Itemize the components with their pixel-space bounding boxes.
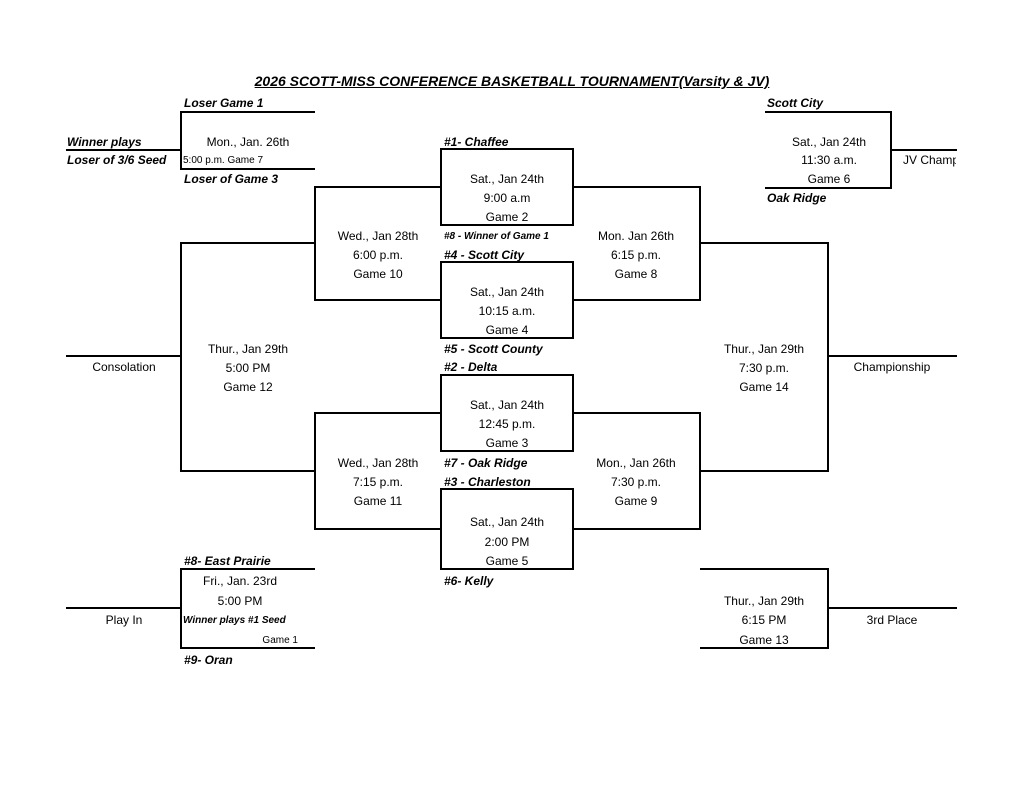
game13-date: Thur., Jan 29th <box>723 594 805 608</box>
game6-top-team: Scott City <box>767 96 824 110</box>
game6-time: 11:30 a.m. <box>801 153 857 167</box>
game9-time: 7:30 p.m. <box>610 475 662 489</box>
team-seed9: #9- Oran <box>184 653 233 667</box>
consolation-label: Consolation <box>92 360 156 374</box>
game11-date: Wed., Jan 28th <box>337 456 419 470</box>
game14-bracket <box>700 242 829 472</box>
game2-time: 9:00 a.m <box>483 191 531 205</box>
game14-time: 7:30 p.m. <box>738 361 790 375</box>
game3-number: Game 3 <box>485 436 529 450</box>
game13-number: Game 13 <box>739 633 789 647</box>
game14-date: Thur., Jan 29th <box>723 342 805 356</box>
game10-number: Game 10 <box>353 267 403 281</box>
game9-number: Game 9 <box>614 494 658 508</box>
game5-time: 2:00 PM <box>484 535 530 549</box>
jv-champ-label: JV Champ <box>903 153 956 167</box>
team-seed4: #4 - Scott City <box>444 248 525 262</box>
game12-bracket <box>180 242 315 472</box>
game3-date: Sat., Jan 24th <box>469 398 545 412</box>
game9-bracket <box>573 412 701 530</box>
game10-bracket <box>314 186 441 301</box>
game3-box <box>440 374 574 452</box>
team-seed5: #5 - Scott County <box>444 342 543 356</box>
game8-time: 6:15 p.m. <box>610 248 662 262</box>
game7-time-game: 5:00 p.m. Game 7 <box>183 155 264 166</box>
game7-bracket <box>180 111 315 170</box>
game7-side-label-1: Winner plays <box>67 135 142 149</box>
game11-bracket <box>314 412 441 530</box>
game6-number: Game 6 <box>807 172 851 186</box>
game4-box <box>440 261 574 339</box>
game6-date: Sat., Jan 24th <box>791 135 867 149</box>
championship-label: Championship <box>853 360 931 374</box>
game1-date: Fri., Jan. 23rd <box>202 574 278 588</box>
game8-bracket <box>573 186 701 301</box>
game12-time: 5:00 PM <box>225 361 271 375</box>
game11-number: Game 11 <box>353 494 403 508</box>
play-in-label: Play In <box>105 613 143 627</box>
game12-number: Game 12 <box>223 380 273 394</box>
team-seed8-play-in: #8- East Prairie <box>184 554 271 568</box>
game13-time: 6:15 PM <box>741 613 787 627</box>
game11-time: 7:15 p.m. <box>352 475 404 489</box>
game5-number: Game 5 <box>485 554 529 568</box>
team-seed8-winner-game1: #8 - Winner of Game 1 <box>444 231 549 242</box>
team-seed3: #3 - Charleston <box>444 475 531 489</box>
team-seed6: #6- Kelly <box>444 574 494 588</box>
game12-date: Thur., Jan 29th <box>207 342 289 356</box>
game1-note: Winner plays #1 Seed <box>183 615 286 626</box>
game7-side-label-2: Loser of 3/6 Seed <box>67 153 167 167</box>
third-place-label: 3rd Place <box>866 613 918 627</box>
game6-bottom-team: Oak Ridge <box>767 191 827 205</box>
team-seed2: #2 - Delta <box>444 360 498 374</box>
game4-time: 10:15 a.m. <box>478 304 536 318</box>
game10-date: Wed., Jan 28th <box>337 229 419 243</box>
game1-time: 5:00 PM <box>217 594 263 608</box>
game3-time: 12:45 p.m. <box>478 417 536 431</box>
game4-number: Game 4 <box>485 323 529 337</box>
game2-box <box>440 148 574 226</box>
game7-top-team: Loser Game 1 <box>184 96 264 110</box>
game2-date: Sat., Jan 24th <box>469 172 545 186</box>
game10-time: 6:00 p.m. <box>352 248 404 262</box>
game9-date: Mon., Jan 26th <box>596 456 676 470</box>
game2-number: Game 2 <box>485 210 529 224</box>
game1-number: Game 1 <box>262 635 298 646</box>
game7-bottom-team: Loser of Game 3 <box>184 172 279 186</box>
team-seed1: #1- Chaffee <box>444 135 509 149</box>
game8-number: Game 8 <box>614 267 658 281</box>
team-seed7: #7 - Oak Ridge <box>444 456 528 470</box>
game7-date: Mon., Jan. 26th <box>206 135 290 149</box>
game14-number: Game 14 <box>739 380 789 394</box>
page-title: 2026 SCOTT-MISS CONFERENCE BASKETBALL TO… <box>254 73 770 89</box>
game5-box <box>440 488 574 570</box>
game5-date: Sat., Jan 24th <box>469 515 545 529</box>
game4-date: Sat., Jan 24th <box>469 285 545 299</box>
game8-date: Mon. Jan 26th <box>597 229 675 243</box>
